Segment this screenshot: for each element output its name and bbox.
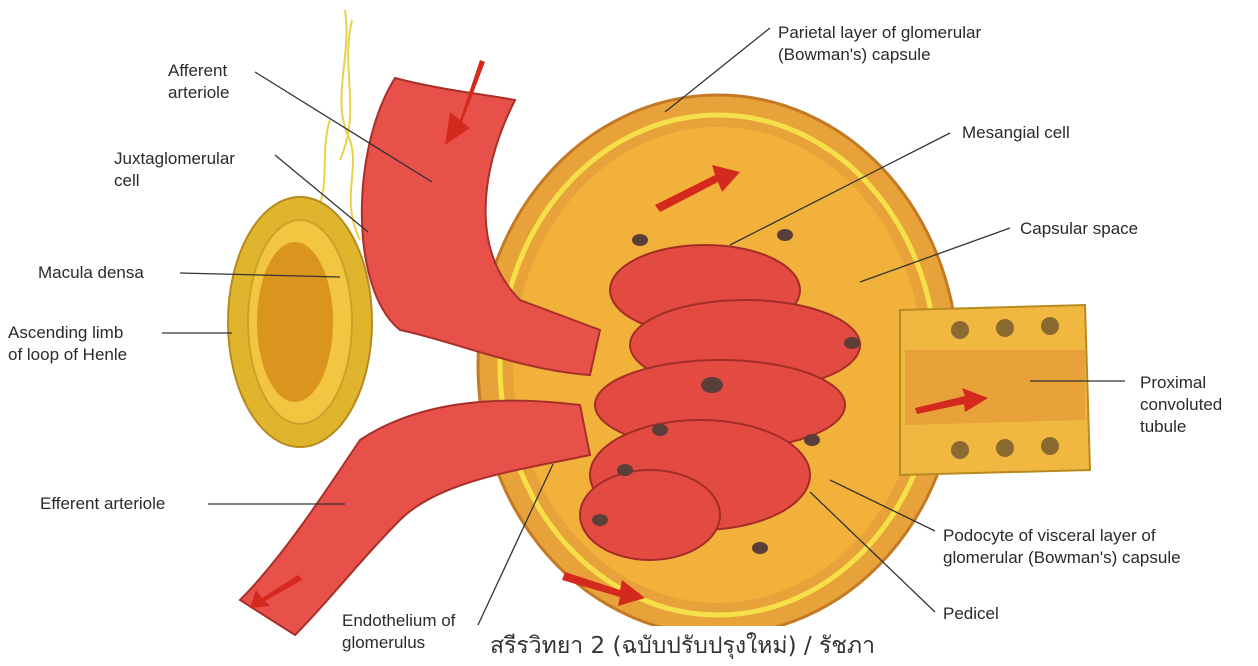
label-juxtaglomerular-cell: Juxtaglomerular cell [114,148,235,192]
label-podocyte: Podocyte of visceral layer of glomerular… [943,525,1181,569]
label-capsular-space: Capsular space [1020,218,1138,240]
book-caption: สรีรวิทยา 2 (ฉบับปรับปรุงใหม่) / รัชภา [466,626,956,666]
ascending-limb-tubule [228,197,372,447]
label-pedicel: Pedicel [943,603,999,625]
label-mesangial-cell: Mesangial cell [962,122,1070,144]
label-parietal-layer: Parietal layer of glomerular (Bowman's) … [778,22,981,66]
label-macula-densa: Macula densa [38,262,144,284]
label-afferent-arteriole: Afferent arteriole [168,60,229,104]
label-proximal-tubule: Proximal convoluted tubule [1140,372,1222,438]
label-ascending-limb: Ascending limb of loop of Henle [8,322,127,366]
proximal-tubule [900,305,1090,475]
label-efferent-arteriole: Efferent arteriole [40,493,165,515]
label-endothelium: Endothelium of glomerulus [342,610,455,654]
